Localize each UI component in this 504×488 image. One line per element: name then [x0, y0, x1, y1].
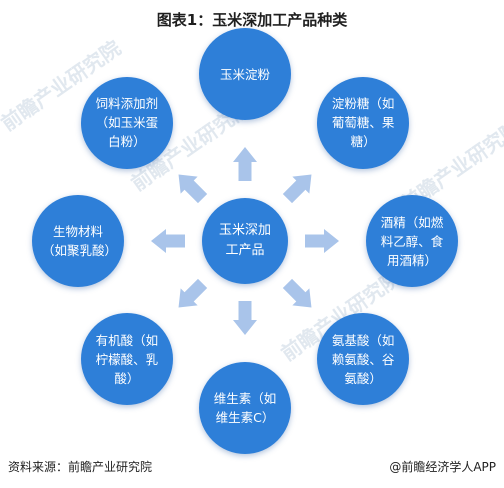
arrow-to-organic-acid [178, 278, 208, 308]
arrow-to-starch-sugar [282, 174, 312, 204]
arrow-to-corn-starch [233, 147, 257, 181]
center-label-line: 工产品 [225, 243, 265, 258]
node-corn-starch: 玉米淀粉 [199, 28, 291, 120]
node-label-line: 葡萄糖、果 [331, 115, 395, 131]
center-label-line: 玉米深加 [218, 223, 271, 238]
source-note: 资料来源：前瞻产业研究院 [8, 460, 153, 474]
arrow-shape [282, 278, 312, 308]
arrow-shape [151, 229, 185, 253]
node-label-line: 糖） [350, 134, 376, 150]
node-label-line: 维生素（如 [213, 391, 277, 406]
arrow-to-feed-additive [178, 174, 208, 204]
node-label-line: 有机酸（如 [95, 332, 159, 348]
node-label-line: 赖氨酸、谷 [331, 351, 395, 367]
node-label-line: 淀粉糖（如 [331, 96, 395, 112]
arrow-shape [233, 301, 257, 335]
node-label-line: 生物材料 [52, 224, 103, 239]
arrow-shape [178, 174, 208, 204]
node-label-line: 酒精（如燃 [380, 214, 444, 230]
node-bio-material: 生物材料 （如聚乳酸） [32, 195, 124, 287]
arrow-to-amino-acid [282, 278, 312, 308]
node-starch-sugar: 淀粉糖（如葡萄糖、果糖） [317, 76, 410, 169]
node-organic-acid: 有机酸（如柠檬酸、乳酸） [80, 313, 173, 406]
arrow-shape [178, 278, 208, 308]
arrow-to-bio-material [151, 229, 185, 253]
node-label-line: 白粉） [108, 134, 146, 150]
node-label-line: 用酒精） [386, 252, 437, 268]
arrow-to-vitamin [233, 301, 257, 335]
node-label-line: 维生素C） [215, 410, 275, 425]
diagram-title: 图表1：玉米深加工产品种类 [156, 11, 348, 29]
node-label-line: 柠檬酸、乳 [95, 351, 159, 367]
brand-credit: @前瞻经济学人APP [389, 460, 496, 474]
center-node: 玉米深加 工产品 [202, 198, 288, 284]
node-label-line: （如聚乳酸） [42, 243, 118, 258]
node-label-line: 氨酸） [344, 370, 382, 386]
node-label-line: 氨基酸（如 [331, 332, 395, 348]
node-feed-additive: 饲料添加剂 （如玉米蛋白粉） [80, 76, 173, 169]
node-label-line: 饲料添加剂 [95, 96, 159, 112]
arrow-shape [282, 174, 312, 204]
arrow-shape [233, 147, 257, 181]
arrow-to-alcohol [305, 229, 339, 253]
node-label-line: （如玉米蛋 [95, 115, 159, 131]
node-label-line: 酸） [114, 370, 140, 386]
node-amino-acid: 氨基酸（如赖氨酸、谷氨酸） [317, 313, 410, 406]
node-vitamin: 维生素（如维生素C） [199, 362, 291, 454]
arrow-shape [305, 229, 339, 253]
node-label-line: 玉米淀粉 [219, 66, 270, 82]
node-alcohol: 酒精（如燃料乙醇、食用酒精） [366, 195, 458, 287]
node-label-line: 料乙醇、食 [380, 233, 444, 249]
